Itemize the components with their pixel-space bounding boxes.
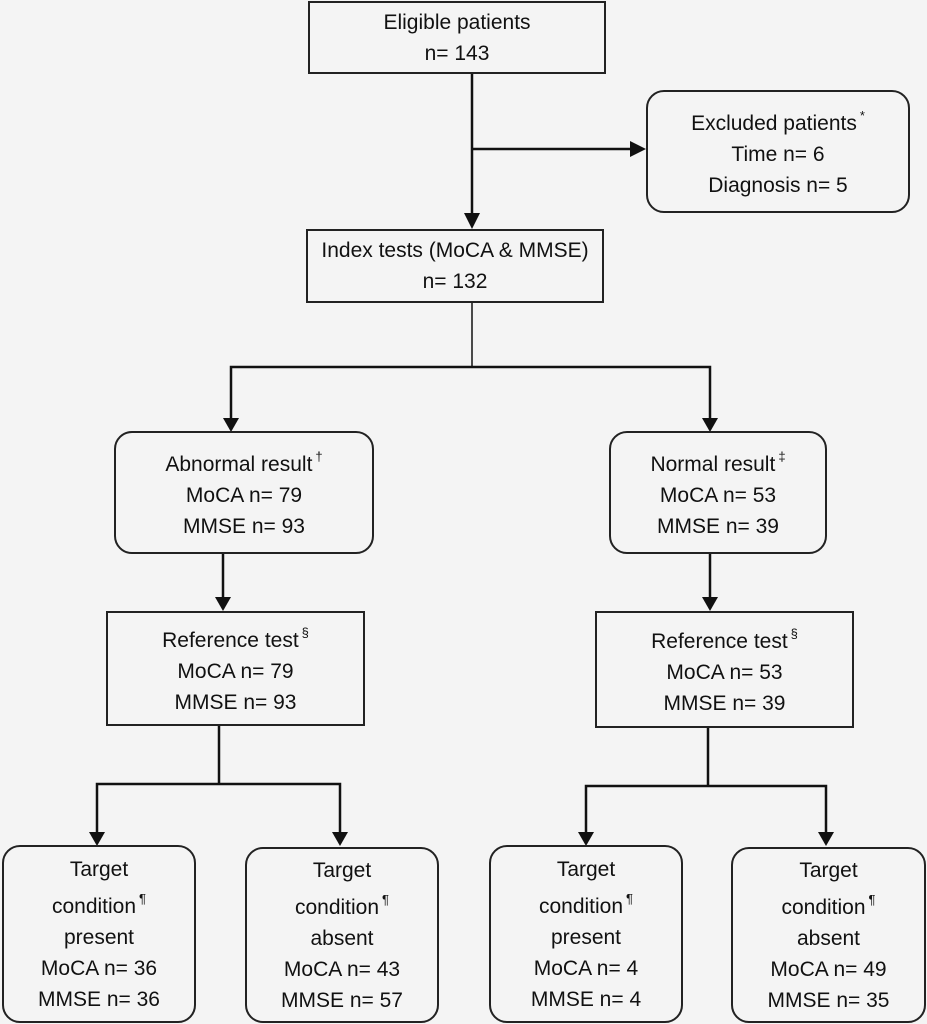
- node-line-2: condition¶: [539, 885, 633, 922]
- footnote-mark: ¶: [626, 890, 634, 906]
- footnote-mark: ¶: [382, 891, 390, 907]
- node-line-2: condition¶: [52, 885, 146, 922]
- node-line-2: condition¶: [295, 886, 389, 923]
- node-condition: condition: [51, 894, 137, 918]
- node-line-1: Target: [799, 858, 858, 882]
- node-mmse: MMSE n= 93: [174, 691, 297, 714]
- edge-reference-normal-branches: [584, 784, 828, 835]
- node-mmse: MMSE n= 93: [183, 515, 305, 538]
- node-line-2: condition¶: [781, 886, 875, 923]
- footnote-mark: *: [859, 108, 865, 123]
- node-moca: MoCA n= 53: [659, 484, 777, 507]
- node-mmse: MMSE n= 39: [657, 515, 779, 538]
- node-moca: MoCA n= 36: [40, 956, 158, 980]
- node-diagnosis: Diagnosis n= 5: [708, 174, 848, 197]
- node-title: Excluded patients: [691, 112, 857, 135]
- arrowhead: [702, 597, 718, 611]
- node-title-line: Abnormal result†: [165, 443, 322, 480]
- node-title-line: Reference test§: [162, 619, 309, 656]
- node-excluded-patients: Excluded patients* Time n= 6 Diagnosis n…: [646, 90, 910, 213]
- footnote-mark: †: [315, 449, 323, 464]
- node-moca: MoCA n= 4: [533, 956, 639, 980]
- arrowhead: [630, 141, 646, 157]
- node-moca: MoCA n= 43: [283, 957, 401, 981]
- node-mmse: MMSE n= 36: [38, 987, 160, 1011]
- arrowhead: [332, 832, 348, 846]
- footnote-mark: §: [790, 626, 798, 641]
- node-mmse: MMSE n= 39: [663, 692, 786, 715]
- arrowhead: [89, 832, 105, 846]
- arrowhead: [818, 832, 834, 846]
- node-mmse: MMSE n= 4: [530, 987, 642, 1011]
- node-target-absent-abnormal: Target condition¶ absent MoCA n= 43 MMSE…: [245, 847, 439, 1023]
- node-condition: condition: [294, 895, 380, 919]
- node-reference-test-normal: Reference test§ MoCA n= 53 MMSE n= 39: [595, 611, 854, 728]
- arrowhead: [464, 213, 480, 229]
- node-index-tests: Index tests (MoCA & MMSE) n= 132: [306, 229, 604, 303]
- arrowhead: [215, 597, 231, 611]
- node-title: Index tests (MoCA & MMSE): [321, 239, 589, 262]
- footnote-mark: ¶: [868, 891, 876, 907]
- node-moca: MoCA n= 53: [666, 661, 783, 684]
- arrowhead: [578, 832, 594, 846]
- node-moca: MoCA n= 79: [177, 660, 294, 683]
- footnote-mark: ¶: [139, 890, 147, 906]
- node-mmse: MMSE n= 57: [281, 988, 403, 1012]
- node-mmse: MMSE n= 35: [767, 988, 890, 1012]
- node-moca: MoCA n= 79: [185, 484, 303, 507]
- footnote-mark: §: [301, 625, 309, 640]
- node-title: Reference test: [651, 630, 788, 653]
- node-title: Abnormal result: [165, 453, 313, 476]
- node-line-1: Target: [556, 857, 616, 881]
- node-eligible-patients: Eligible patients n= 143: [308, 1, 606, 74]
- node-condition: condition: [538, 894, 624, 918]
- node-time: Time n= 6: [731, 143, 825, 166]
- node-line-3: present: [63, 925, 135, 949]
- node-line-3: absent: [310, 926, 374, 950]
- footnote-mark: ‡: [778, 449, 786, 464]
- node-abnormal-result: Abnormal result† MoCA n= 79 MMSE n= 93: [114, 431, 374, 554]
- arrowhead: [702, 418, 718, 432]
- node-title: Reference test: [162, 629, 299, 652]
- node-line-3: absent: [796, 926, 861, 950]
- node-title: Eligible patients: [383, 10, 531, 34]
- arrowhead: [223, 418, 239, 432]
- node-title-line: Reference test§: [651, 620, 798, 657]
- node-line-1: Target: [312, 858, 372, 882]
- node-reference-test-abnormal: Reference test§ MoCA n= 79 MMSE n= 93: [106, 611, 365, 726]
- node-title-line: Excluded patients*: [691, 102, 865, 139]
- node-title-line: Normal result‡: [650, 443, 785, 480]
- node-count: n= 132: [422, 270, 488, 293]
- node-target-present-abnormal: Target condition¶ present MoCA n= 36 MMS…: [2, 845, 196, 1023]
- edge-reference-abnormal-branches: [95, 782, 342, 835]
- node-moca: MoCA n= 49: [770, 957, 887, 981]
- node-condition: condition: [781, 895, 866, 919]
- edge-split-branches: [229, 365, 712, 420]
- node-target-absent-normal: Target condition¶ absent MoCA n= 49 MMSE…: [731, 847, 926, 1023]
- node-line-1: Target: [69, 857, 129, 881]
- node-normal-result: Normal result‡ MoCA n= 53 MMSE n= 39: [609, 431, 827, 554]
- node-line-3: present: [550, 925, 622, 949]
- node-count: n= 143: [424, 41, 490, 65]
- node-title: Normal result: [650, 453, 776, 476]
- node-target-present-normal: Target condition¶ present MoCA n= 4 MMSE…: [489, 845, 683, 1023]
